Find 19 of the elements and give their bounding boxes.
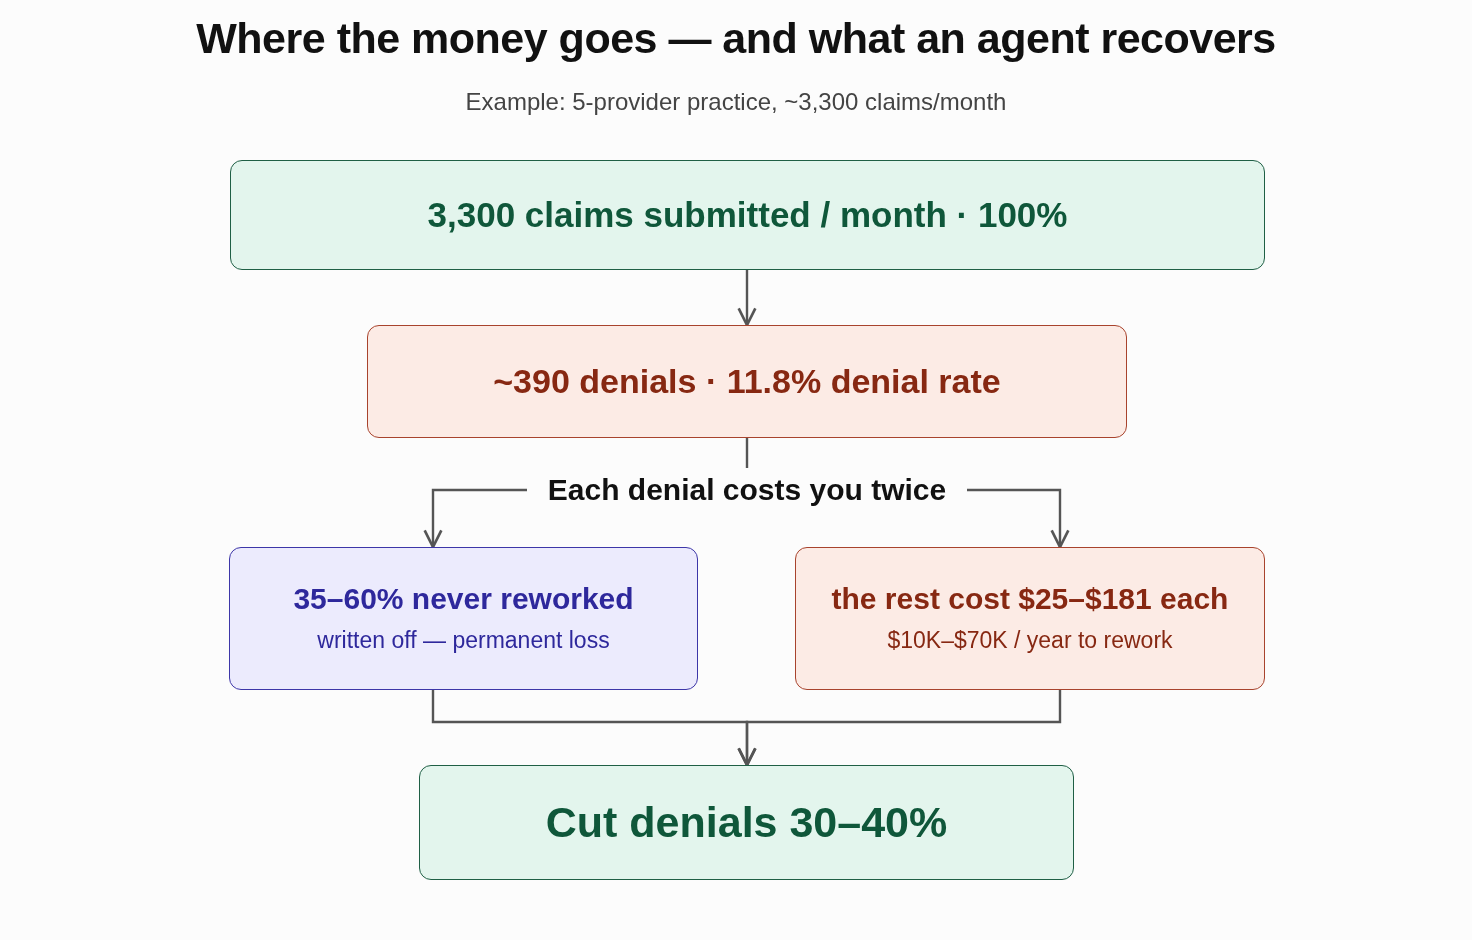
box-subtext: $10K–$70K / year to rework	[887, 626, 1173, 655]
subtitle: Example: 5-provider practice, ~3,300 claims/month	[465, 88, 1007, 116]
box-heading: ~390 denials · 11.8% denial rate	[493, 361, 1001, 402]
arrow	[967, 488, 1070, 549]
arrow	[423, 488, 527, 549]
connector-line	[745, 438, 749, 468]
flow-box	[419, 765, 1074, 880]
box-heading: 35–60% never reworked	[293, 582, 634, 617]
flow-box	[230, 160, 1265, 270]
box-heading: the rest cost $25–$181 each	[831, 582, 1229, 617]
arrow	[737, 690, 1062, 767]
box-subtext: written off — permanent loss	[317, 626, 610, 655]
flow-box	[795, 547, 1265, 690]
flow-box	[229, 547, 698, 690]
box-heading: 3,300 claims submitted / month · 100%	[427, 194, 1068, 236]
diagram-title: Where the money goes — and what an agent recovers	[196, 14, 1276, 63]
arrow	[737, 270, 757, 327]
flow-box	[367, 325, 1127, 438]
box-heading: Cut denials 30–40%	[545, 797, 948, 848]
